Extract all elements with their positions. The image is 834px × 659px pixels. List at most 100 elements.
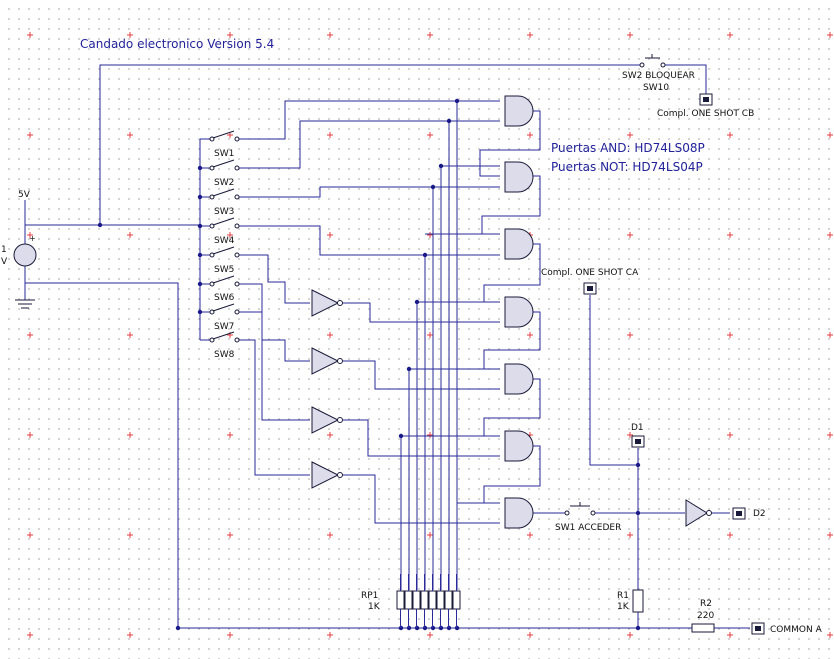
switch-sw3[interactable]: SW3	[209, 188, 240, 217]
grid-cross	[27, 232, 33, 238]
grid-cross	[327, 232, 333, 238]
grid-cross	[227, 32, 233, 38]
and-gate-3	[504, 228, 534, 260]
probe-ca-label: Compl. ONE SHOT CA	[541, 268, 639, 278]
junction-dot	[438, 163, 444, 169]
junction-dot	[430, 184, 436, 190]
and-gate-4	[504, 296, 534, 328]
access-button-label: SW1 ACCEDER	[555, 523, 621, 533]
grid-cross	[27, 432, 33, 438]
rp1-ref-label: RP1	[361, 591, 378, 601]
grid-cross	[127, 432, 133, 438]
lock-button-label: SW2 BLOQUEAR	[622, 71, 695, 81]
grid-cross	[527, 332, 533, 338]
and-gate-7	[504, 497, 534, 529]
svg-text:SW4: SW4	[214, 236, 235, 246]
junction-dot	[197, 223, 203, 229]
lock-pushbutton[interactable]	[639, 54, 666, 68]
and-gates	[504, 95, 534, 529]
grid-cross	[527, 532, 533, 538]
junction-dot	[175, 625, 181, 631]
grid-cross	[427, 432, 433, 438]
grid-cross	[127, 332, 133, 338]
resistor-pack-element	[412, 590, 421, 610]
not-gate-output	[685, 499, 708, 527]
source-name-fragment: 1	[1, 245, 7, 255]
grid-cross	[427, 232, 433, 238]
junction-dot	[454, 98, 460, 104]
svg-text:SW3: SW3	[214, 207, 234, 217]
grid-cross	[727, 232, 733, 238]
switch-sw4[interactable]: SW4	[209, 217, 240, 246]
not-gates	[311, 289, 712, 527]
grid-crosses	[27, 32, 833, 638]
grid-cross	[327, 632, 333, 638]
grid-cross	[127, 32, 133, 38]
switch-sw7[interactable]: SW7	[209, 303, 240, 332]
grid-cross	[827, 232, 833, 238]
resistor-pack-rp1	[396, 574, 461, 628]
grid-cross	[727, 132, 733, 138]
grid-cross	[127, 532, 133, 538]
grid-cross	[827, 32, 833, 38]
grid-cross	[227, 132, 233, 138]
grid-cross	[727, 32, 733, 38]
resistor-r2	[691, 623, 715, 633]
junction-dots	[97, 98, 641, 631]
grid-cross	[327, 532, 333, 538]
rp1-value-label: 1K	[368, 602, 381, 612]
resistor-pack-element	[404, 590, 413, 610]
junction-dot	[446, 118, 452, 124]
switch-sw6[interactable]: SW6	[209, 275, 240, 303]
svg-text:SW1: SW1	[214, 149, 234, 159]
grid-cross	[627, 532, 633, 538]
switch-sw2[interactable]: SW2	[209, 159, 240, 188]
resistor-pack-element	[436, 590, 445, 610]
junction-dot	[197, 165, 203, 171]
switch-sw1[interactable]: SW1	[209, 130, 240, 159]
grid-cross	[127, 232, 133, 238]
grid-cross	[727, 532, 733, 538]
grid-cross	[427, 32, 433, 38]
junction-dot	[635, 510, 641, 516]
junction-dot	[406, 366, 412, 372]
grid-cross	[527, 632, 533, 638]
switch-sw5[interactable]: SW5	[209, 246, 240, 275]
and-gate-1	[504, 95, 534, 127]
junction-dot	[398, 433, 404, 439]
voltage-source: +	[13, 234, 37, 309]
grid-cross	[327, 332, 333, 338]
r2-value-label: 220	[697, 611, 714, 621]
source-unit-fragment: V	[1, 257, 8, 267]
grid-cross	[227, 432, 233, 438]
grid-cross	[27, 32, 33, 38]
resistor-pack-element	[452, 590, 461, 610]
and-gate-5	[504, 363, 534, 395]
grid-cross	[227, 232, 233, 238]
r1-ref-label: R1	[617, 591, 629, 601]
junction-dot	[197, 252, 203, 258]
and-gate-note: Puertas AND: HD74LS08P	[551, 141, 705, 155]
grid-cross	[827, 132, 833, 138]
r1-value-label: 1K	[617, 602, 630, 612]
grid-cross	[427, 632, 433, 638]
grid-cross	[127, 632, 133, 638]
junction-dot	[635, 462, 641, 468]
grid-cross	[627, 132, 633, 138]
junction-dot	[414, 299, 420, 305]
dip-switches[interactable]: SW1 SW2 SW3 SW4 SW5 SW6	[209, 130, 240, 360]
junction-dot	[97, 222, 103, 228]
grid-cross	[327, 432, 333, 438]
access-pushbutton[interactable]	[564, 502, 596, 516]
grid-cross	[327, 132, 333, 138]
not-gate-note: Puertas NOT: HD74LS04P	[551, 160, 703, 174]
junction-dot	[197, 281, 203, 287]
switch-sw8[interactable]: SW8	[209, 331, 240, 360]
grid-cross	[527, 132, 533, 138]
grid-cross	[327, 32, 333, 38]
not-gate-4	[311, 461, 340, 489]
and-gate-2	[504, 161, 534, 193]
grid-cross	[627, 632, 633, 638]
